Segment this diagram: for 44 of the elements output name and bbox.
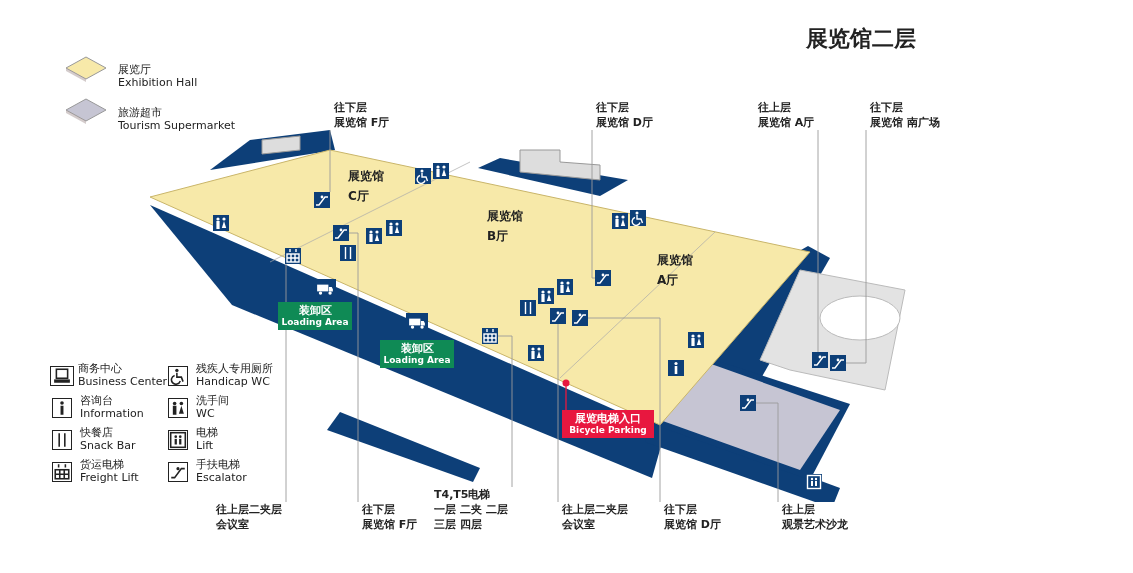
leader-line (285, 263, 287, 503)
escalator-icon (333, 225, 349, 241)
hall-name: 展览馆A厅 (657, 250, 693, 290)
legend-label: 展览厅 Exhibition Hall (118, 63, 198, 89)
sign-text: Loading Area (383, 355, 451, 366)
leader-line (329, 129, 331, 193)
legend-label: 电梯 Lift (196, 426, 218, 452)
leader-line (562, 379, 570, 411)
escalator-icon (550, 308, 566, 324)
sign-text: 装卸区 (400, 342, 434, 355)
legend-label: 货运电梯 Freight Lift (80, 458, 139, 484)
escalator-icon (812, 352, 828, 368)
area-sign (380, 340, 454, 368)
legend-label: 旅游超市 Tourism Supermarket (118, 106, 236, 132)
sign-text: Bicycle Parking (569, 425, 647, 436)
leader-line (755, 402, 779, 503)
hall-name: 展览馆B厅 (487, 206, 523, 246)
sign-text: 展览电梯入口 (575, 412, 641, 425)
leader-line (587, 317, 661, 503)
legend-label: 手扶电梯 Escalator (196, 458, 247, 484)
sign-text: Loading Area (281, 317, 349, 328)
legend-label: 咨询台 Information (80, 394, 144, 420)
legend-label: 商务中心 Business Center (78, 362, 168, 388)
leader-line (497, 335, 513, 488)
escalator-icon (740, 395, 756, 411)
area-sign (562, 410, 654, 438)
leader-line (591, 129, 596, 279)
leader-line (348, 232, 359, 503)
leader-line (845, 129, 867, 364)
leader-line (817, 129, 819, 353)
escalator-icon (595, 270, 611, 286)
sign-text: 装卸区 (298, 304, 332, 317)
legend-label: 洗手间 WC (196, 394, 229, 420)
area-sign (278, 302, 352, 330)
hall-name: 展览馆C厅 (348, 166, 384, 206)
freight-lift-icon (482, 328, 498, 344)
freight-lift-icon (285, 248, 301, 264)
leader-line (557, 323, 559, 503)
escalator-icon (572, 310, 588, 326)
escalator-icon (830, 355, 846, 371)
escalator-icon (314, 192, 330, 208)
legend-label: 快餐店 Snack Bar (80, 426, 136, 452)
page-title: 展览馆二层 (806, 25, 916, 53)
legend-label: 残疾人专用厕所 Handicap WC (196, 362, 273, 388)
